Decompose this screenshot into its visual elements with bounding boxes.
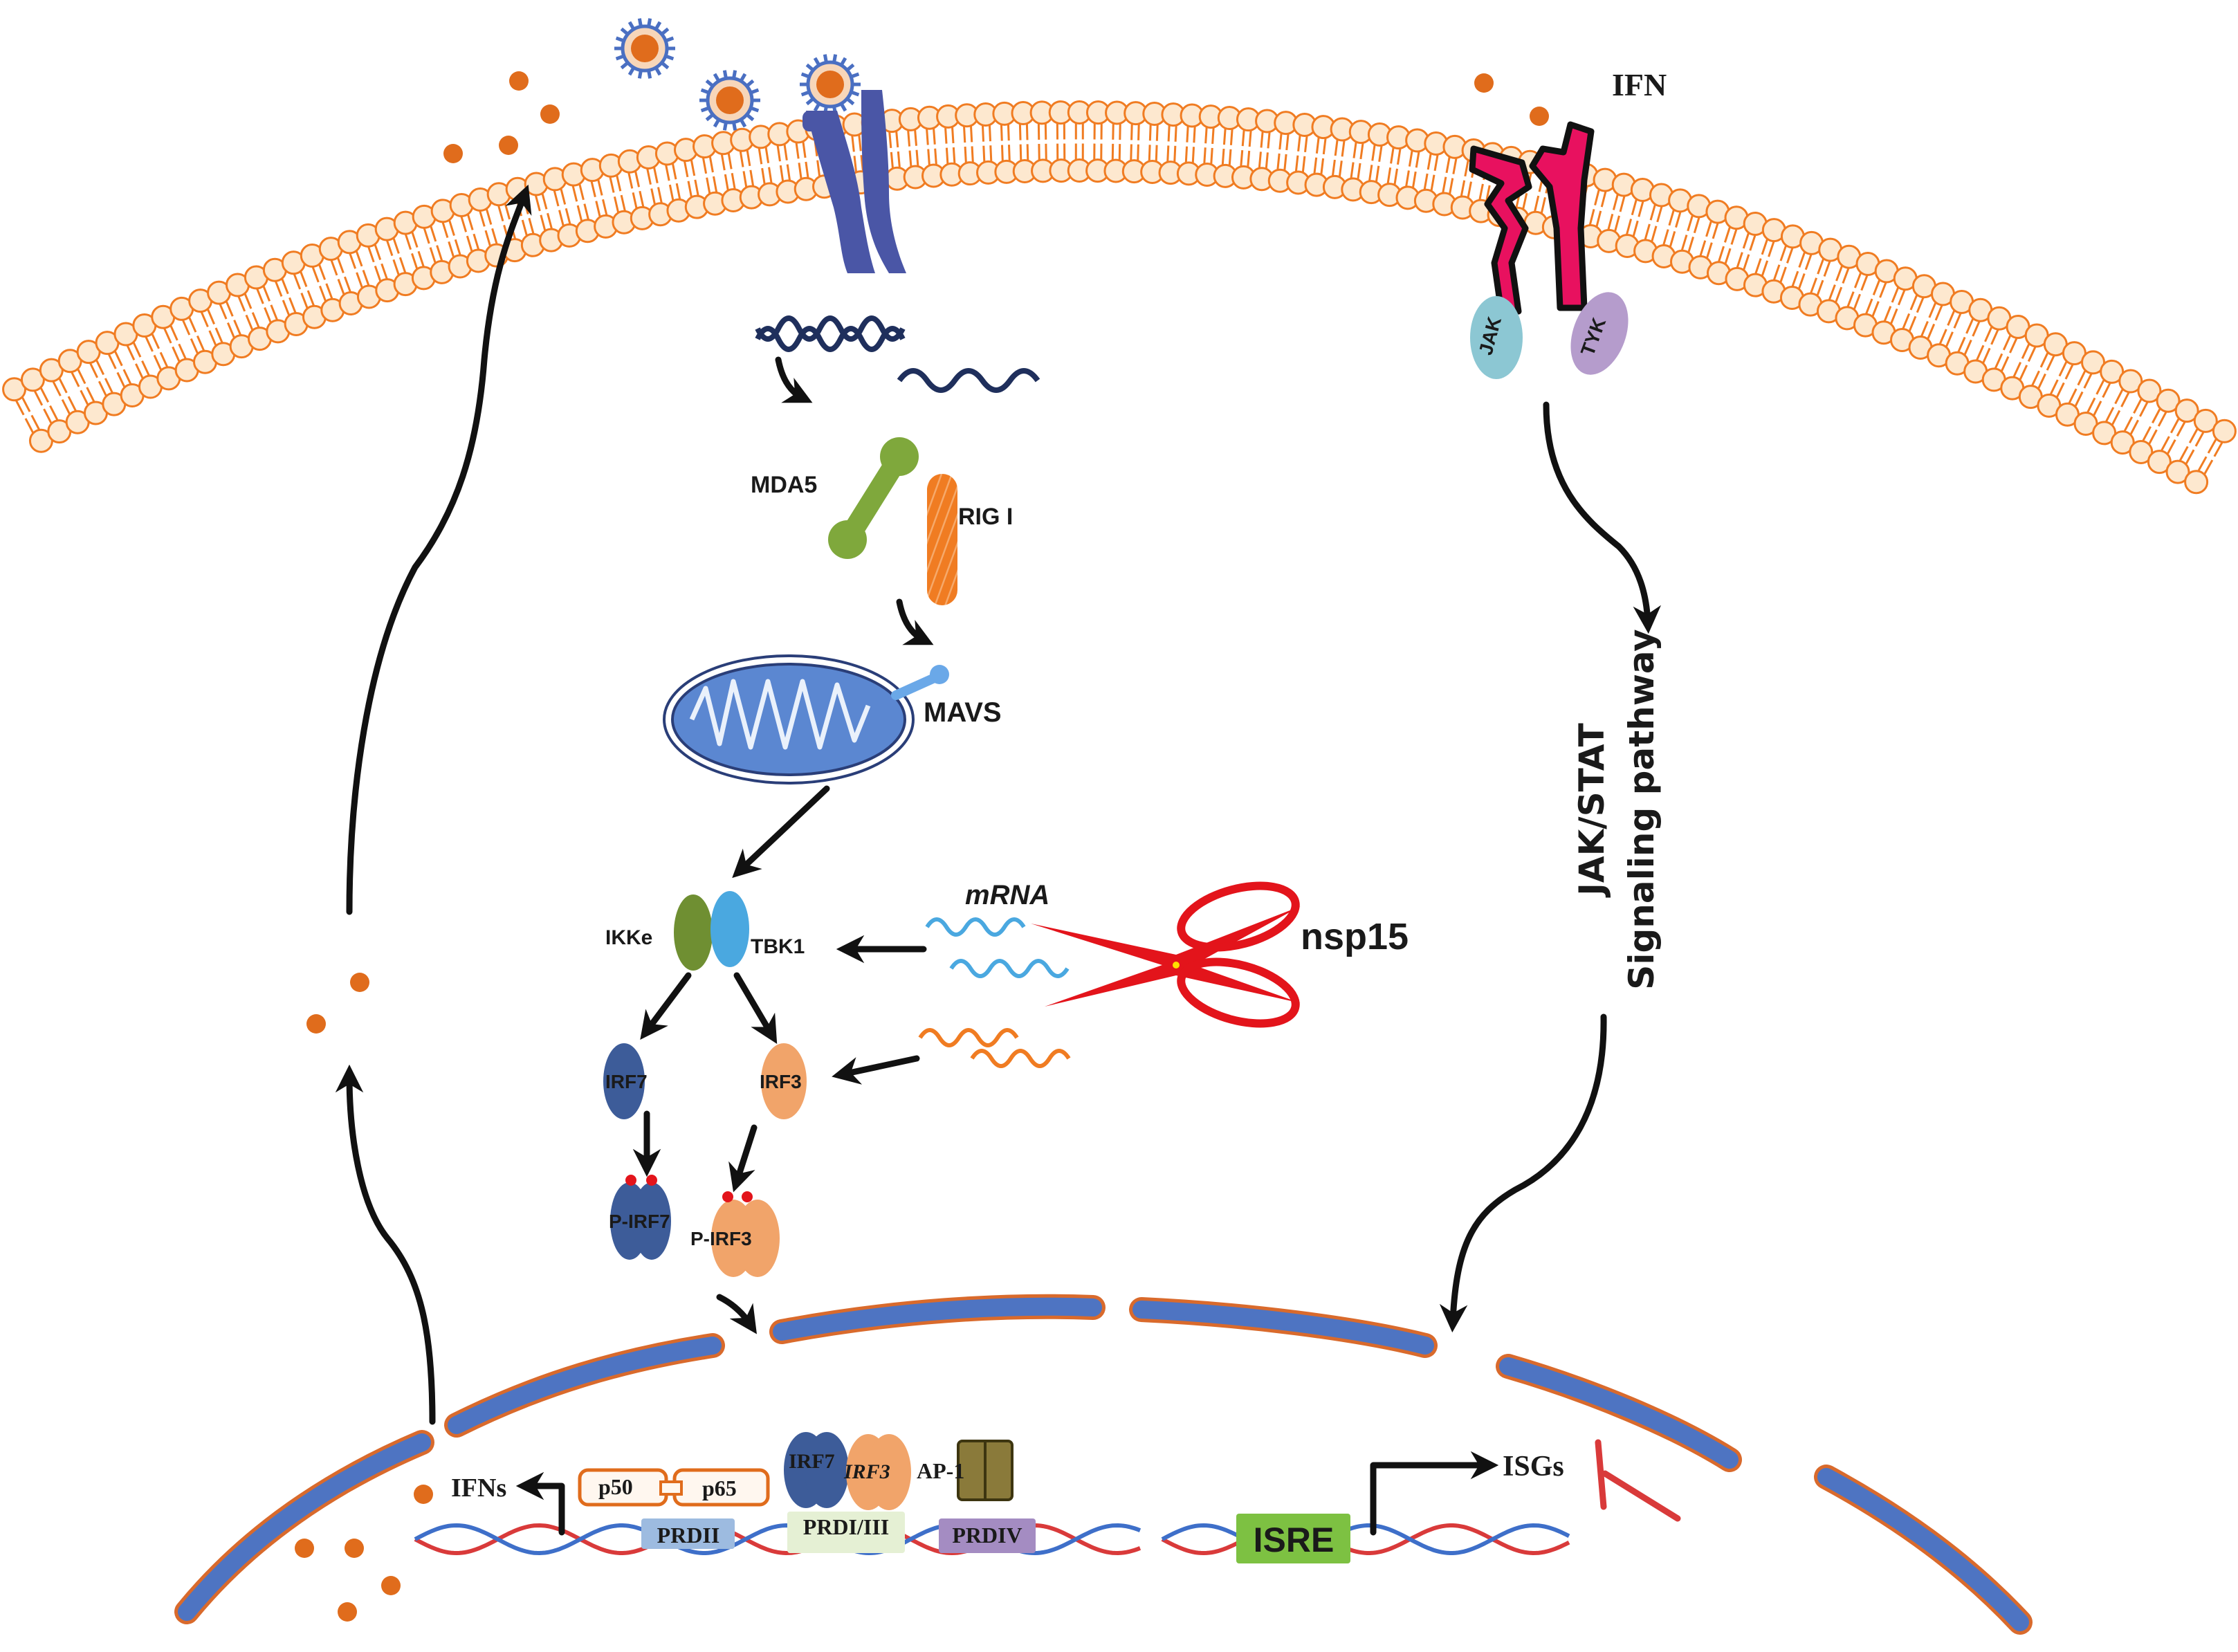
label-ifns: IFNs bbox=[451, 1474, 506, 1503]
plasma-membrane bbox=[2, 100, 2237, 495]
label-jakstat-line2: Signaling pathway bbox=[1622, 629, 1662, 989]
label-p-irf7: P-IRF7 bbox=[609, 1211, 670, 1232]
arrow-mrna-to-irf3 bbox=[832, 1055, 920, 1085]
arrow-mavs-to-tbk1 bbox=[732, 785, 830, 879]
label-isgs: ISGs bbox=[1503, 1451, 1564, 1483]
irf-complex-on-dna bbox=[784, 1432, 911, 1510]
ikke-protein bbox=[674, 894, 713, 971]
arrow-ifn-exit-lower bbox=[335, 1064, 436, 1425]
irf3-protein bbox=[761, 1043, 807, 1119]
label-jakstat-line1: JAK/STAT bbox=[1572, 723, 1612, 897]
arrow-ikke-to-irf7 bbox=[640, 972, 692, 1040]
label-nsp15: nsp15 bbox=[1301, 916, 1409, 957]
label-p-irf3: P-IRF3 bbox=[690, 1228, 752, 1249]
label-mrna: mRNA bbox=[965, 880, 1049, 910]
rig1-protein bbox=[927, 474, 957, 605]
nuclear-membrane bbox=[174, 1294, 2033, 1635]
p-irf7-dimer bbox=[610, 1175, 671, 1260]
label-p65: p65 bbox=[702, 1476, 737, 1500]
host-mrna-blue bbox=[925, 917, 1070, 978]
arrow-isgs-transcription bbox=[1370, 1451, 1499, 1536]
label-isre: ISRE bbox=[1254, 1521, 1334, 1559]
arrow-pirf-to-nucleus bbox=[716, 1294, 757, 1334]
tbk1-protein bbox=[710, 891, 749, 967]
label-prdii: PRDII bbox=[657, 1523, 720, 1548]
arrow-irf3-to-pirf3 bbox=[728, 1124, 758, 1193]
ifn-molecules-extracellular bbox=[443, 71, 1549, 163]
label-irf7: IRF7 bbox=[605, 1071, 648, 1092]
arrow-jak-to-pathway bbox=[1543, 401, 1662, 634]
inhibition-icon bbox=[1595, 1439, 1681, 1522]
irf7-protein bbox=[603, 1043, 645, 1119]
label-mavs: MAVS bbox=[924, 697, 1002, 728]
jak-kinase bbox=[1470, 296, 1523, 379]
prdi-iii-site bbox=[787, 1512, 905, 1553]
label-rig1: RIG I bbox=[958, 504, 1013, 530]
label-ap1: AP-1 bbox=[917, 1458, 964, 1483]
mitochondrion bbox=[663, 654, 915, 784]
scissors-icon bbox=[1031, 881, 1301, 1028]
virus-particles bbox=[614, 18, 861, 131]
arrow-rna-to-mda5 bbox=[775, 356, 813, 403]
viral-ssrna bbox=[897, 368, 1040, 393]
label-ikke: IKKe bbox=[605, 926, 652, 949]
tyk-kinase bbox=[1570, 292, 1629, 375]
arrow-ifn-exit-upper bbox=[346, 184, 532, 915]
label-prdiv: PRDIV bbox=[952, 1523, 1022, 1548]
ifn-molecules-cytoplasm bbox=[306, 973, 369, 1034]
arrow-pathway-to-nucleus bbox=[1439, 1013, 1607, 1333]
label-mda5: MDA5 bbox=[751, 472, 817, 498]
label-irf7-box: IRF7 bbox=[789, 1450, 835, 1473]
prdiv-site bbox=[939, 1518, 1036, 1553]
label-tbk1: TBK1 bbox=[751, 935, 805, 958]
arrow-tbk1-to-irf3 bbox=[733, 972, 778, 1044]
mda5-protein bbox=[828, 437, 919, 559]
mavs-protein bbox=[891, 665, 949, 700]
host-mrna-orange bbox=[918, 1028, 1071, 1068]
label-irf3: IRF3 bbox=[760, 1071, 802, 1092]
label-prdi-iii: PRDI/III bbox=[803, 1514, 889, 1539]
ifn-molecules-nucleus bbox=[295, 1485, 433, 1622]
isre-element bbox=[1236, 1514, 1350, 1563]
label-ifn: IFN bbox=[1612, 67, 1667, 102]
prdii-site bbox=[641, 1518, 735, 1549]
p-irf3-dimer bbox=[711, 1191, 780, 1277]
label-p50: p50 bbox=[598, 1474, 633, 1499]
arrow-ifns-transcription bbox=[515, 1471, 565, 1536]
nfkb-p50-p65 bbox=[578, 1468, 770, 1507]
ap1-factor bbox=[957, 1440, 1013, 1501]
virus-receptor bbox=[802, 90, 906, 273]
viral-dsrna bbox=[755, 315, 906, 352]
arrow-rig1-to-mavs bbox=[896, 598, 934, 645]
label-irf3-box: IRF3 bbox=[843, 1460, 890, 1483]
